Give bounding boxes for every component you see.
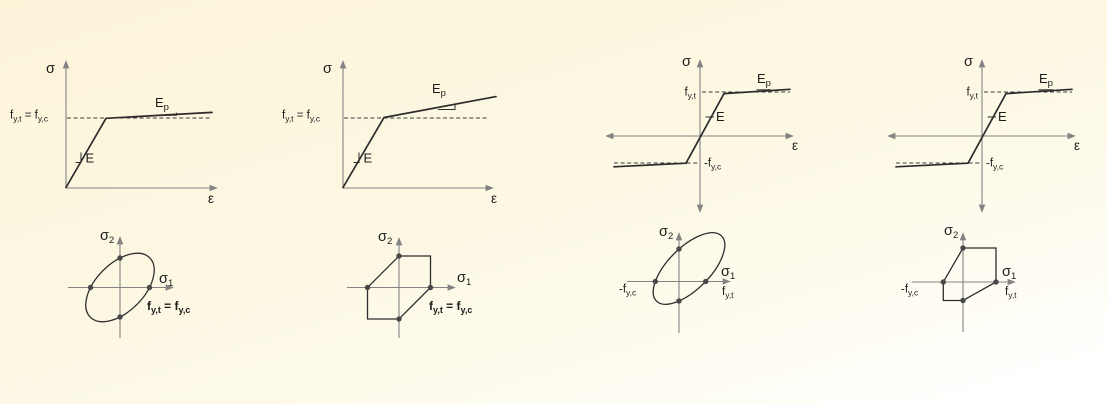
shifted-tresca-hexagon <box>942 247 997 302</box>
sigma2-axis-label: σ2 <box>659 224 673 242</box>
yield-stress-label: fy,t = fy,c <box>10 110 49 124</box>
col2-yield-surface-plot: σ1 σ2 fy,t = fy,c <box>347 229 472 338</box>
compression-yield-dot <box>652 278 658 285</box>
hardening-modulus-label: Ep <box>155 95 169 113</box>
yield-point-dot <box>676 246 682 252</box>
elastic-slope-marker <box>353 152 360 163</box>
compression-yield-dot <box>940 279 946 285</box>
compression-yield-label: -fy,c <box>901 284 919 298</box>
yield-point-dot <box>396 316 402 322</box>
yield-point-dot <box>87 284 94 291</box>
compression-yield-label: -fy,c <box>986 158 1004 172</box>
col3-stress-strain-plot: σ ε fy,t -fy,c E Ep <box>605 54 798 213</box>
col4-stress-strain-plot: σ ε fy,t -fy,c E Ep <box>887 54 1080 213</box>
yield-point-dot <box>427 284 434 291</box>
col1-yield-surface-plot: σ1 σ2 fy,t = fy,c <box>68 228 190 338</box>
epsilon-axis-label: ε <box>1074 138 1080 153</box>
tension-yield-label: fy,t <box>1005 286 1017 300</box>
sigma2-axis-label: σ2 <box>944 223 958 241</box>
sigma-axis-label: σ <box>323 61 332 77</box>
tension-yield-dot <box>703 278 709 285</box>
yield-point-dot <box>117 255 123 261</box>
yield-point-dot <box>396 253 402 259</box>
sigma-axis-label: σ <box>46 61 55 77</box>
elastic-modulus-label: E <box>364 151 373 166</box>
yield-stress-label: fy,t = fy,c <box>282 110 321 124</box>
sigma1-axis-label: σ1 <box>159 271 173 289</box>
col1-stress-strain-plot: σ ε fy,t = fy,c E Ep <box>10 60 218 206</box>
elastic-modulus-label: E <box>86 151 95 166</box>
sigma-axis-label: σ <box>964 54 973 70</box>
epsilon-axis-label: ε <box>208 191 214 206</box>
stress-strain-curve <box>895 88 1073 168</box>
sigma-axis-label: σ <box>682 54 691 70</box>
yield-point-dot <box>364 284 371 291</box>
yield-point-dot <box>960 245 966 251</box>
epsilon-axis-label: ε <box>491 191 497 206</box>
compression-yield-label: -fy,c <box>704 158 722 172</box>
yield-surface-caption: fy,t = fy,c <box>429 299 472 315</box>
col4-yield-surface-plot: σ1 σ2 -fy,c fy,t <box>901 223 1017 332</box>
col2-stress-strain-plot: σ ε fy,t = fy,c E Ep <box>282 60 497 206</box>
von-mises-ellipse <box>85 252 155 323</box>
epsilon-axis-label: ε <box>792 138 798 153</box>
yield-point-dot <box>676 298 682 304</box>
sigma1-axis-label: σ1 <box>1002 264 1016 282</box>
yield-point-dot <box>117 314 123 320</box>
compression-yield-label: -fy,c <box>619 284 637 298</box>
elastic-slope-marker <box>75 152 82 163</box>
col3-yield-surface-plot: σ1 σ2 -fy,c fy,t <box>619 224 735 333</box>
stress-strain-curve <box>613 88 791 168</box>
tension-yield-label: fy,t <box>966 87 978 101</box>
tension-yield-label: fy,t <box>684 87 696 101</box>
hardening-modulus-label: Ep <box>1039 71 1053 89</box>
tension-yield-dot <box>993 279 999 285</box>
stress-strain-curve <box>342 95 497 189</box>
sigma2-axis-label: σ2 <box>100 228 114 246</box>
tension-yield-label: fy,t <box>722 286 734 300</box>
sigma2-axis-label: σ2 <box>378 229 392 247</box>
yield-point-dot <box>146 284 153 291</box>
hardening-modulus-label: Ep <box>757 71 771 89</box>
sigma1-axis-label: σ1 <box>721 264 735 282</box>
elastic-modulus-label: E <box>998 109 1007 124</box>
sigma1-axis-label: σ1 <box>457 270 471 288</box>
yield-surface-caption: fy,t = fy,c <box>147 299 190 315</box>
hardening-slope-marker <box>157 112 177 116</box>
hardening-slope-marker <box>438 104 456 110</box>
hardening-modulus-label: Ep <box>432 81 446 99</box>
yield-point-dot <box>960 297 966 304</box>
elastic-modulus-label: E <box>716 109 725 124</box>
